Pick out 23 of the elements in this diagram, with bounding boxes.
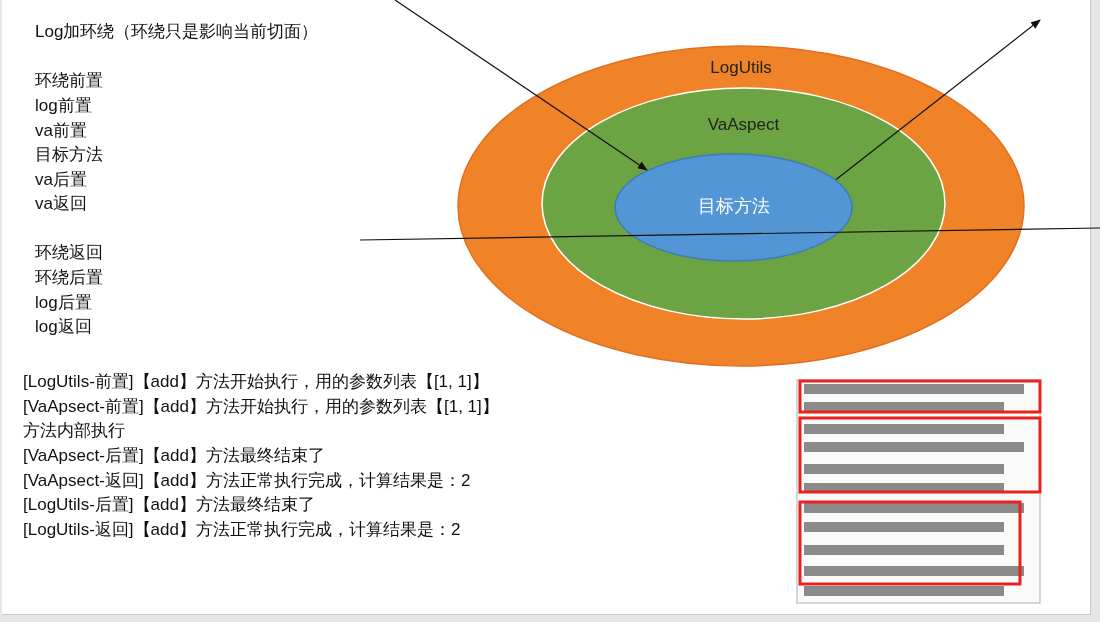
heading: Log加环绕（环绕只是影响当前切面） <box>35 21 319 43</box>
log-line: [LogUtils-前置]【add】方法开始执行，用的参数列表【[1, 1]】 <box>23 371 489 393</box>
ellipse-label: 目标方法 <box>697 195 770 217</box>
log-line: [LogUtils-返回]【add】方法正常执行完成，计算结果是：2 <box>23 519 461 541</box>
list-item: 环绕前置 <box>35 70 103 92</box>
arrow <box>835 19 1041 181</box>
list-item: 环绕返回 <box>35 242 103 264</box>
ellipse-label: LogUtils <box>710 57 772 79</box>
log-line: 方法内部执行 <box>23 420 125 442</box>
log-line: [VaApsect-返回]【add】方法正常执行完成，计算结果是：2 <box>23 470 471 492</box>
list-item: va后置 <box>35 169 87 191</box>
list-item: va返回 <box>35 193 87 215</box>
arrow <box>394 0 648 171</box>
list-item: log返回 <box>35 316 92 338</box>
list-item: log后置 <box>35 292 92 314</box>
list-item: va前置 <box>35 120 87 142</box>
ellipse-label: VaAspect <box>707 114 780 136</box>
list-item: 环绕后置 <box>35 267 103 289</box>
log-line: [VaApsect-前置]【add】方法开始执行，用的参数列表【[1, 1]】 <box>23 396 499 418</box>
list-item: log前置 <box>35 95 92 117</box>
log-line: [LogUtils-后置]【add】方法最终结束了 <box>23 494 315 516</box>
log-line: [VaApsect-后置]【add】方法最终结束了 <box>23 445 325 467</box>
list-item: 目标方法 <box>35 144 103 166</box>
